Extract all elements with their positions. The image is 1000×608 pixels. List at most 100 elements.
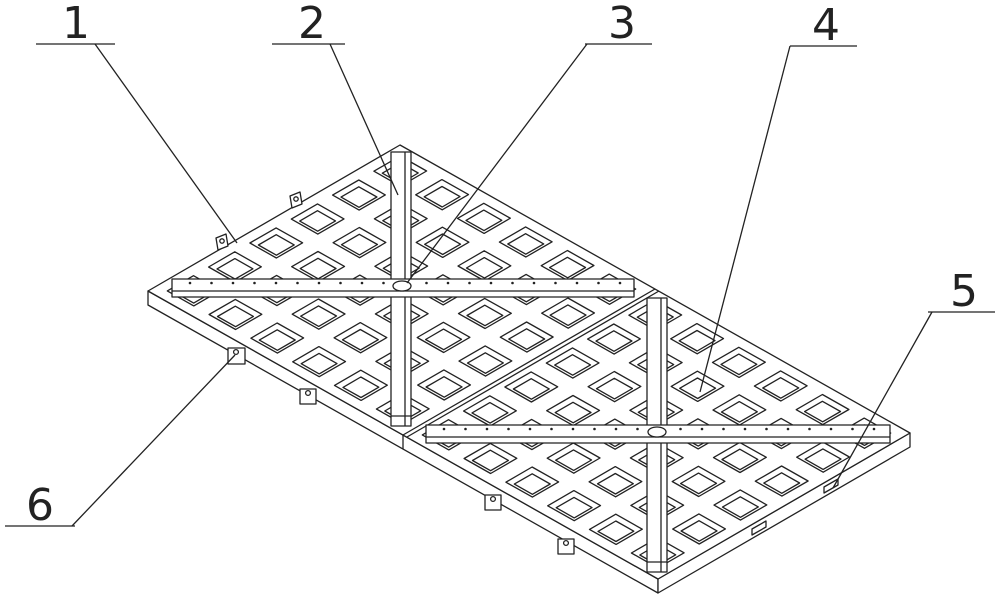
bolt-dot: [597, 281, 600, 285]
bolt-dot: [571, 427, 575, 431]
bolt-dot: [872, 427, 876, 431]
grid-hole: [416, 321, 471, 354]
grid-hole: [504, 371, 559, 403]
bolt-dot: [446, 281, 450, 285]
grid-hole: [290, 203, 345, 235]
callout-label: 2: [298, 0, 326, 49]
bolt-dot: [786, 427, 790, 431]
bolt-dot: [528, 427, 532, 431]
edge-tab: [215, 233, 229, 251]
bolt-dot: [765, 427, 768, 431]
bolt-dot: [507, 427, 510, 431]
grid-hole-floor: [720, 400, 758, 423]
grid-hole-floor: [595, 330, 633, 352]
center-hole: [647, 426, 667, 438]
bolt-dot: [188, 281, 192, 285]
grid-hole-floor: [340, 233, 379, 256]
grid-hole: [499, 321, 554, 353]
grid-hole: [796, 441, 851, 473]
callout-1: 1: [36, 0, 238, 244]
bolt-dot: [360, 281, 364, 285]
bolt-dot: [554, 281, 557, 285]
grid-hole-floor: [465, 209, 503, 232]
grid-hole: [586, 323, 641, 355]
bolt-dots: [442, 427, 876, 431]
grid-hole: [498, 226, 553, 258]
bolt-dot: [614, 427, 618, 431]
grid-hole-floor: [720, 353, 758, 376]
bolt-dot: [532, 281, 536, 285]
grid-hole-floor: [679, 472, 718, 495]
grid-hole-floor: [465, 256, 503, 279]
grid-hole: [588, 465, 643, 498]
bolt-dot: [296, 281, 299, 285]
callout-label: 1: [62, 0, 90, 49]
bolt-dot: [679, 427, 682, 431]
cross-brace-panel-1: [171, 151, 635, 427]
connector-slot: [751, 520, 767, 536]
grid-hole-floor: [216, 305, 255, 328]
callout-2: 2: [272, 0, 399, 196]
grid-hole-floor: [721, 448, 759, 471]
grid-hole: [208, 298, 263, 331]
cross-brace-panel-2: [425, 297, 891, 573]
grid-hole: [545, 347, 600, 379]
panel-seam-line: [402, 288, 656, 436]
bolt-dot: [210, 281, 213, 285]
grid-hole-floor: [804, 448, 842, 471]
grid-hole: [754, 465, 809, 497]
bolt-dot: [468, 281, 471, 285]
grid-hole-floor: [596, 472, 634, 495]
bolt-dot: [618, 281, 622, 285]
grid-hole-floor: [548, 256, 587, 279]
bolt-dot: [829, 427, 833, 431]
grid-hole: [249, 227, 304, 259]
leader-line: [94, 43, 238, 244]
grid-hole-floor: [555, 496, 593, 519]
grid-hole: [456, 202, 511, 235]
grid-hole-floor: [258, 329, 296, 351]
bolt-dot: [489, 281, 493, 285]
bolt-dot: [511, 281, 514, 285]
bolt-dots: [188, 281, 622, 285]
grid-hole-floor: [763, 472, 801, 494]
callout-4: 4: [699, 0, 857, 393]
leader-line: [71, 354, 236, 527]
grid-hole-floor: [424, 233, 462, 256]
grid-hole: [415, 226, 470, 259]
grid-hole-floor: [424, 328, 463, 351]
bolt-dot: [382, 281, 385, 285]
grid-hole: [712, 441, 767, 474]
connector-slot: [823, 478, 839, 494]
bolt-dot: [339, 281, 342, 285]
callout-3: 3: [406, 0, 652, 284]
grid-hole: [505, 466, 560, 498]
connector-block: [484, 494, 502, 511]
grid-hole-floor: [299, 210, 337, 232]
grid-hole-floor: [595, 377, 634, 400]
grid-hole-floor: [341, 328, 379, 351]
center-hole: [392, 280, 412, 292]
connector-block: [227, 347, 246, 365]
grid-hole: [672, 513, 727, 545]
callout-label: 4: [812, 0, 840, 51]
grid-hole: [795, 393, 850, 426]
bolt-dot: [231, 281, 235, 285]
grid-hole: [588, 513, 643, 546]
grid-hole: [587, 370, 642, 403]
grid-hole-floor: [340, 186, 378, 208]
grid-hole-floor: [423, 185, 461, 208]
grid-hole: [541, 297, 596, 329]
grid-hole: [671, 465, 726, 498]
grid-hole: [546, 442, 601, 474]
grid-hole: [547, 489, 602, 522]
connector-block: [299, 388, 317, 405]
grid-hole: [713, 489, 768, 521]
grid-hole-floor: [471, 401, 509, 424]
bolt-dot: [550, 427, 553, 431]
grid-hole-floor: [721, 496, 759, 518]
bolt-dot: [743, 427, 747, 431]
grid-hole: [415, 178, 470, 211]
grid-hole: [711, 346, 766, 379]
grid-hole-floor: [554, 354, 592, 376]
